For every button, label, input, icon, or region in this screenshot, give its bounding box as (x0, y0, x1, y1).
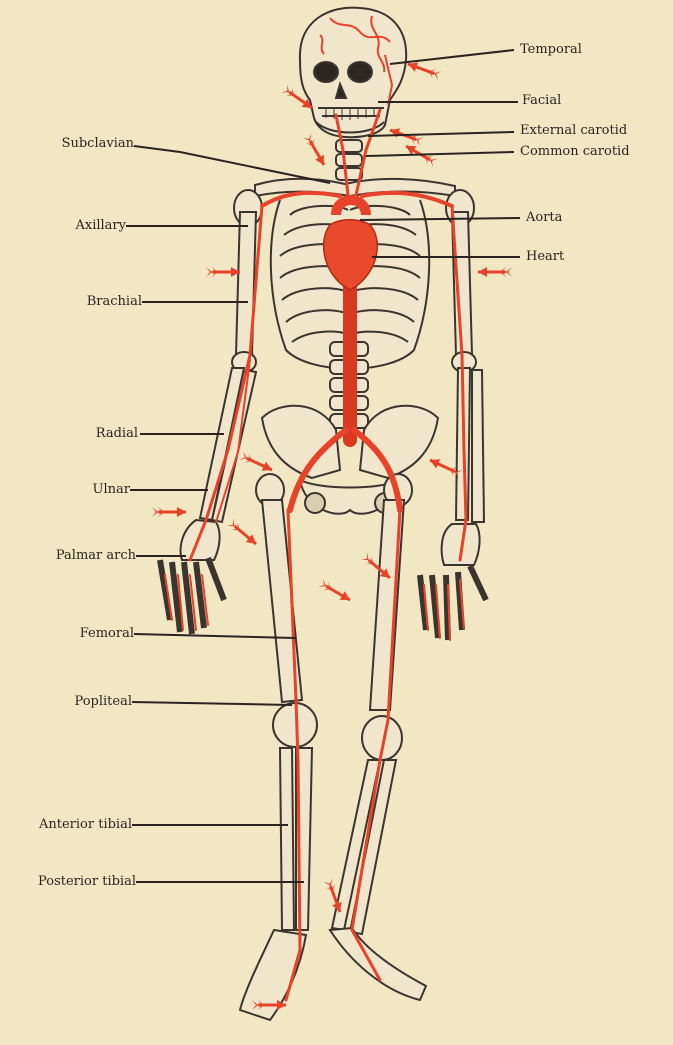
label-radial: Radial (40, 427, 138, 441)
label-aorta: Aorta (526, 211, 562, 225)
left-leg (240, 474, 317, 1020)
label-posterior-tibial: Posterior tibial (2, 875, 136, 889)
label-temporal: Temporal (520, 43, 582, 57)
label-facial: Facial (522, 94, 561, 108)
cervical-spine (336, 140, 362, 180)
label-ulnar: Ulnar (40, 483, 130, 497)
label-popliteal: Popliteal (10, 695, 132, 709)
label-femoral: Femoral (30, 627, 134, 641)
label-axillary: Axillary (40, 219, 126, 233)
label-subclavian: Subclavian (30, 137, 134, 151)
label-palmar-arch: Palmar arch (10, 549, 136, 563)
right-leg (330, 474, 426, 1000)
label-common-carotid: Common carotid (520, 145, 630, 159)
label-brachial: Brachial (40, 295, 142, 309)
label-anterior-tibial: Anterior tibial (4, 818, 132, 832)
label-external-carotid: External carotid (520, 124, 627, 138)
label-heart: Heart (526, 250, 564, 264)
